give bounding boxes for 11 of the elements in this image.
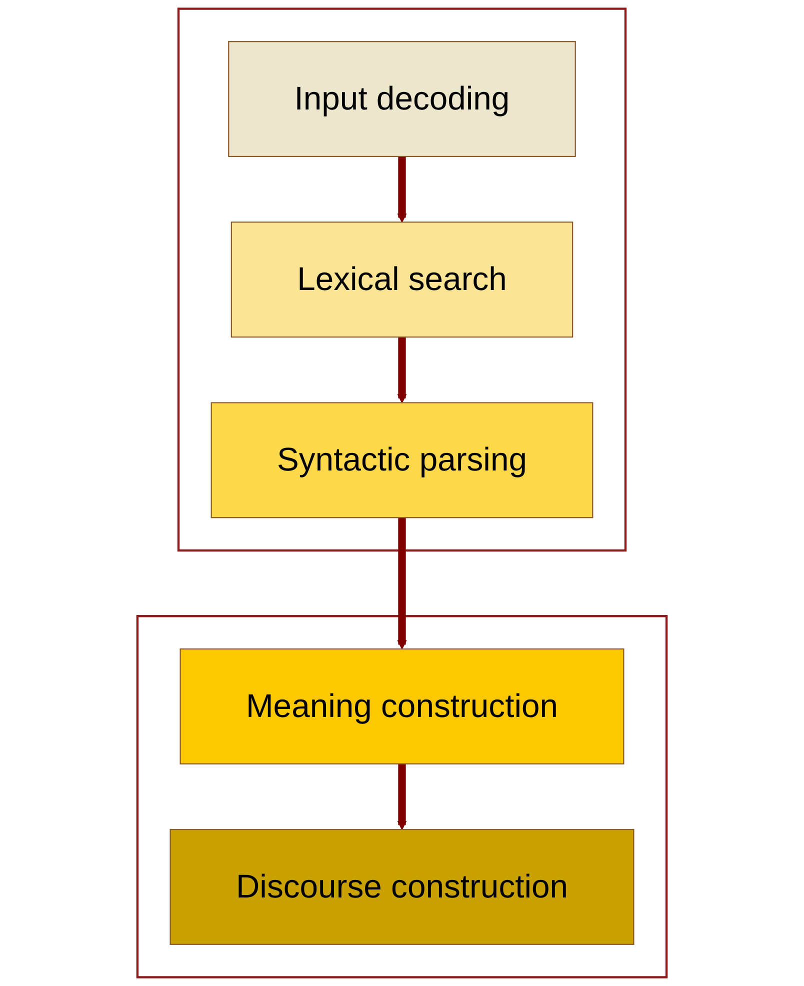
node-box: Meaning construction xyxy=(180,648,624,764)
arrow xyxy=(397,518,407,650)
arrow xyxy=(397,764,407,830)
cluster xyxy=(136,615,668,978)
node-box: Syntactic parsing xyxy=(210,402,594,518)
node-box: Discourse construction xyxy=(170,828,634,945)
arrow xyxy=(397,337,407,404)
arrow xyxy=(397,156,407,223)
node-box: Input decoding xyxy=(228,41,576,158)
cluster xyxy=(177,8,627,552)
node-box: Lexical search xyxy=(230,222,574,338)
